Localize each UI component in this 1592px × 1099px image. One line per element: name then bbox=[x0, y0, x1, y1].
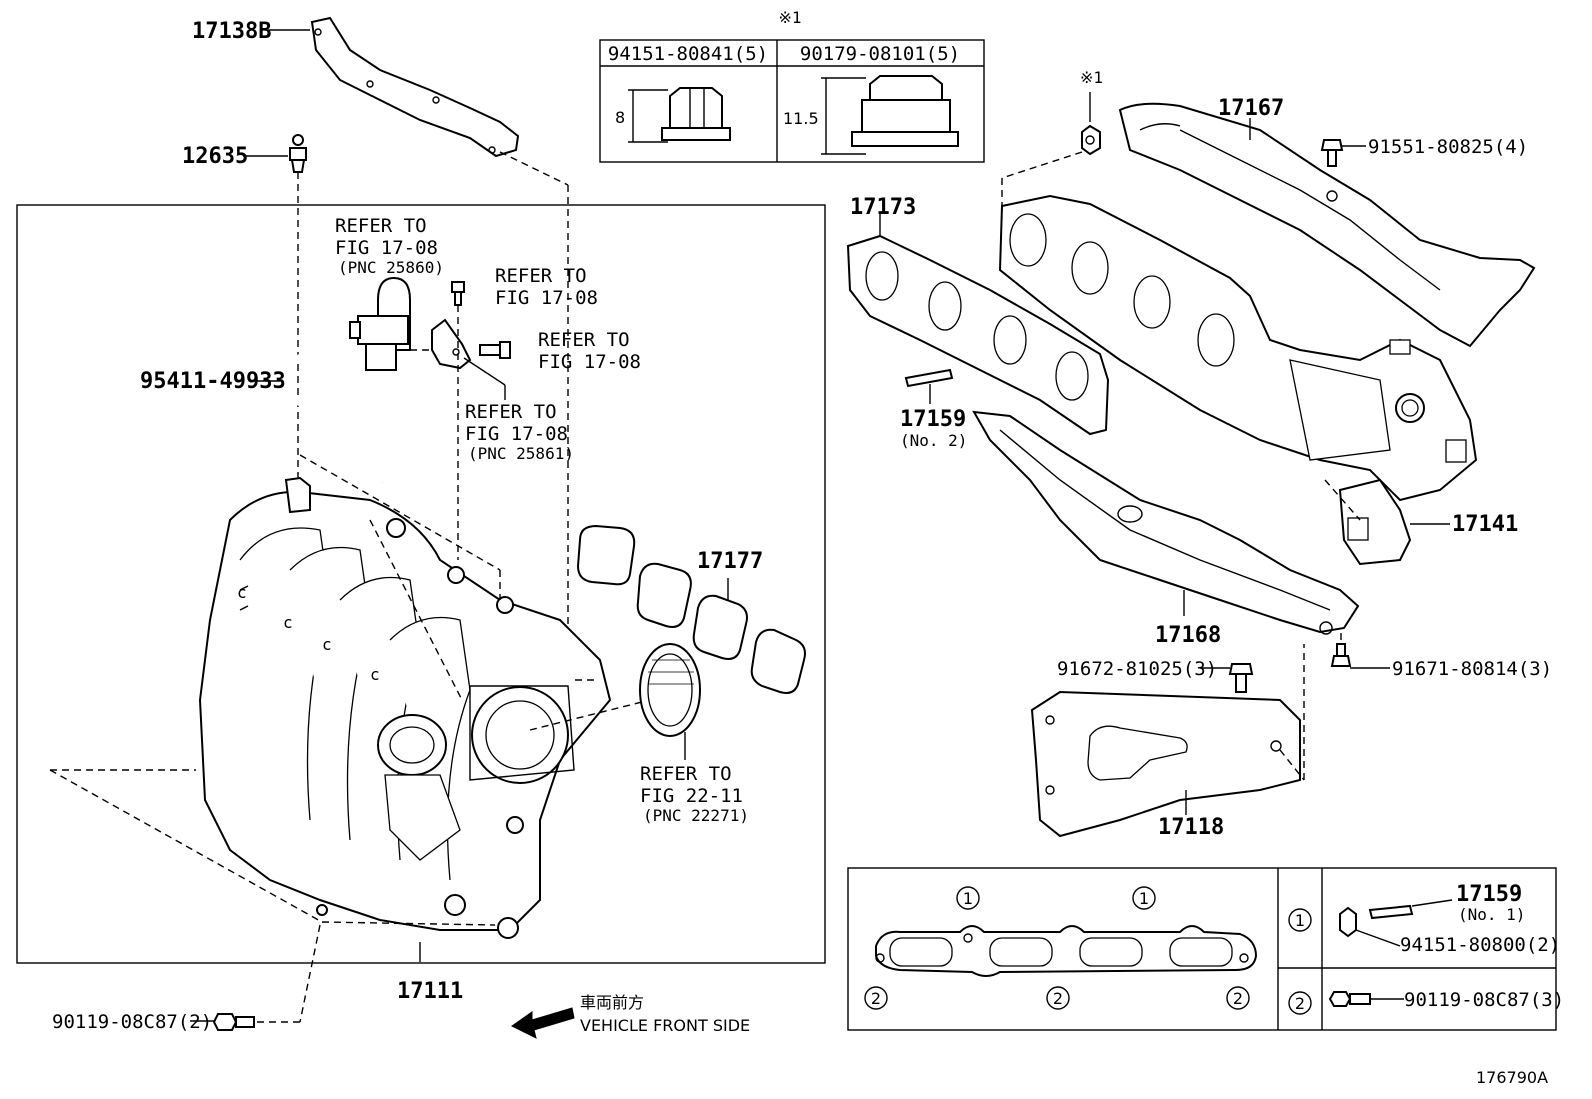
refer4-line2: FIG 17-08 bbox=[465, 423, 568, 445]
label-17159b: 17159 bbox=[1456, 882, 1522, 907]
table-col2-part: 90179-08101(5) bbox=[800, 43, 960, 65]
label-91551: 91551-80825(4) bbox=[1368, 136, 1528, 158]
label-17177: 17177 bbox=[697, 549, 763, 574]
legend-num-1: 1 bbox=[1139, 889, 1149, 908]
legend-key-2: 2 bbox=[1295, 994, 1305, 1013]
refer4-line3: (PNC 25861) bbox=[468, 444, 574, 463]
legend-key-1: 1 bbox=[1295, 911, 1305, 930]
nut-icon bbox=[1081, 92, 1101, 156]
stud-17159-no1 bbox=[1368, 899, 1453, 920]
label-95411: 95411-49933 bbox=[140, 369, 286, 394]
label-17159b-sub: (No. 1) bbox=[1458, 905, 1525, 924]
intake-manifold-17111: c c c c bbox=[198, 476, 612, 939]
bolt-small bbox=[451, 281, 465, 306]
hose-95411 bbox=[252, 346, 387, 483]
label-91672: 91672-81025(3) bbox=[1057, 658, 1217, 680]
label-17159a-sub: (No. 2) bbox=[900, 431, 967, 450]
label-91671: 91671-80814(3) bbox=[1392, 658, 1552, 680]
table-col1-height: 8 bbox=[615, 108, 625, 127]
heat-insulator-17167 bbox=[1118, 102, 1536, 348]
vehicle-front-en: VEHICLE FRONT SIDE bbox=[580, 1016, 750, 1035]
refer2-line1: REFER TO bbox=[495, 265, 587, 287]
bolt-91672 bbox=[1200, 663, 1254, 693]
bracket-17118 bbox=[1030, 644, 1305, 838]
vsv-assembly bbox=[349, 276, 472, 560]
legend-num-2: 2 bbox=[1233, 989, 1243, 1008]
table-col1-part: 94151-80841(5) bbox=[608, 43, 768, 65]
cast-mark: c bbox=[322, 635, 332, 654]
refer5-line3: (PNC 22271) bbox=[643, 806, 749, 825]
refer3-line1: REFER TO bbox=[538, 329, 630, 351]
refer1-line3: (PNC 25860) bbox=[338, 258, 444, 277]
bolt-horizontal bbox=[479, 341, 511, 359]
gasket-legend-box bbox=[847, 867, 1557, 1031]
nut-spec-table: ※1 94151-80841(5) 90179-08101(5) 8 11.5 bbox=[599, 8, 985, 163]
refer4-line1: REFER TO bbox=[465, 401, 557, 423]
label-17118: 17118 bbox=[1158, 815, 1224, 840]
exhaust-manifold bbox=[998, 194, 1478, 502]
bolt-91671 bbox=[1330, 643, 1390, 669]
note-mark-table: ※1 bbox=[778, 8, 801, 27]
figure-id: 176790A bbox=[1476, 1068, 1548, 1087]
label-17159a: 17159 bbox=[900, 407, 966, 432]
gasket-17173 bbox=[846, 214, 1110, 436]
flange-nut-icon bbox=[821, 75, 959, 155]
vehicle-front-arrow bbox=[511, 1007, 575, 1039]
legend-num-2: 2 bbox=[1053, 989, 1063, 1008]
refer3-line2: FIG 17-08 bbox=[538, 351, 641, 373]
label-17167: 17167 bbox=[1218, 96, 1284, 121]
label-17168: 17168 bbox=[1155, 623, 1221, 648]
label-90119-left: 90119-08C87(2) bbox=[52, 1011, 212, 1033]
throttle-gasket bbox=[639, 643, 701, 760]
bracket-17141 bbox=[1324, 478, 1450, 566]
heat-insulator-17168 bbox=[972, 410, 1360, 635]
label-17138B: 17138B bbox=[192, 19, 271, 44]
table-col2-height: 11.5 bbox=[783, 109, 819, 128]
bolt-90119-right bbox=[1328, 991, 1404, 1007]
label-90119-right: 90119-08C87(3) bbox=[1404, 989, 1564, 1011]
refer1-line2: FIG 17-08 bbox=[335, 237, 438, 259]
bolt-90119-left bbox=[190, 1013, 255, 1031]
note-mark-nut: ※1 bbox=[1080, 68, 1103, 87]
intake-manifold-frame bbox=[16, 204, 826, 964]
label-17141: 17141 bbox=[1452, 512, 1518, 537]
legend-num-2: 2 bbox=[871, 989, 881, 1008]
part-17138B bbox=[265, 16, 569, 680]
cast-mark: c bbox=[283, 613, 293, 632]
cast-mark: c bbox=[370, 665, 380, 684]
refer5-line1: REFER TO bbox=[640, 763, 732, 785]
label-17111: 17111 bbox=[397, 979, 463, 1004]
bolt-91551 bbox=[1320, 139, 1366, 167]
vehicle-front-jp: 車両前方 bbox=[580, 993, 644, 1012]
refer5-line2: FIG 22-11 bbox=[640, 785, 743, 807]
stud-17159-no2 bbox=[904, 368, 954, 404]
flange-nut-icon bbox=[628, 87, 731, 143]
label-17173: 17173 bbox=[850, 195, 916, 220]
cast-mark: c bbox=[237, 583, 247, 602]
gasket-17177 bbox=[576, 524, 806, 694]
label-94151-80800: 94151-80800(2) bbox=[1400, 934, 1560, 956]
label-12635: 12635 bbox=[182, 144, 248, 169]
legend-num-1: 1 bbox=[963, 889, 973, 908]
refer1-line1: REFER TO bbox=[335, 215, 427, 237]
bolt-12635 bbox=[243, 134, 307, 480]
flange-nut-94151-icon bbox=[1339, 906, 1401, 947]
refer2-line2: FIG 17-08 bbox=[495, 287, 598, 309]
